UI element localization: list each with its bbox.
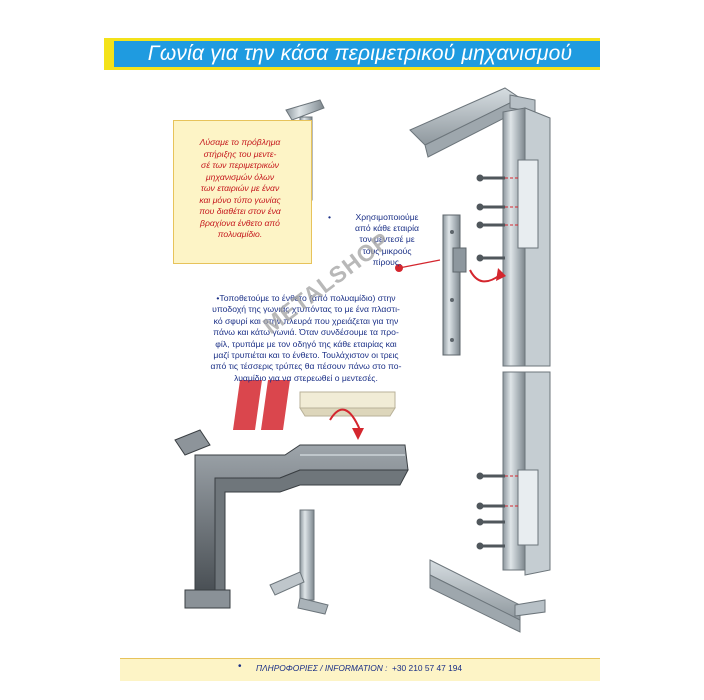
red-arrow-right-head-icon <box>496 268 506 281</box>
hinge-note-line: τους μικρούς <box>362 245 412 256</box>
corner-bracket-large-illustration <box>174 429 409 609</box>
screws-top-illustration <box>476 174 505 262</box>
pointer-line <box>398 259 441 269</box>
hinge-plate-illustration <box>442 214 467 356</box>
red-arrow-insert-head-icon <box>352 428 364 440</box>
instructions-line: υποδοχή της γωνιάς χτυπόντας το με ένα π… <box>212 304 400 315</box>
instructions-line: •Τοποθετούμε το ένθετο (από πολυαμίδιο) … <box>216 293 396 303</box>
footer-bullet: • <box>238 661 242 672</box>
hinge-note-line: Χρησιμοποιούμε <box>355 212 419 222</box>
instructions-line: κό σφυρί και στην πλευρά που χρειάζεται … <box>213 315 399 326</box>
footer-bar <box>120 658 600 681</box>
note-line: Λύσαμε το πρόβλημα <box>199 137 281 147</box>
profile-bottom-right-illustration <box>429 371 551 633</box>
note-box <box>173 120 312 264</box>
instructions-line: από τις τέσσερις τρύπες θα πέσουν πάνω σ… <box>210 361 402 372</box>
note-line: και μόνο τύπο γωνίας <box>199 194 281 205</box>
profile-top-right-illustration <box>409 87 551 367</box>
hinge-note-bullet: • <box>328 212 332 222</box>
instructions-line: λυαμίδιο για να στερεωθεί ο μεντεσές. <box>234 372 378 383</box>
instructions-line: φίλ, τρυπάμε με τον οδηγό της κάθε εταιρ… <box>215 338 397 349</box>
note-line: πολυαμίδιο. <box>217 229 263 239</box>
hinge-note-line: τον μεντεσέ με <box>359 234 415 245</box>
insert-instructions: •Τοποθετούμε το ένθετο (από πολυαμίδιο) … <box>153 293 459 384</box>
instructions-line: μαζί τρυπιέται και το ένθετο. Τουλάχιστο… <box>213 350 399 361</box>
note-line: βραχίονα ένθετο από <box>200 217 280 228</box>
note-line: των εταιριών με έναν <box>200 183 280 193</box>
red-arrow-insert-icon <box>329 408 361 431</box>
screws-bottom-illustration <box>476 472 505 550</box>
title-banner <box>104 38 600 70</box>
note-text: Λύσαμε το πρόβλημα στήριξης του μεντε- σ… <box>178 137 302 241</box>
metalshop-logo-stripes <box>233 380 290 430</box>
red-arrow-right-icon <box>469 269 501 283</box>
corner-bracket-bottom-illustration <box>269 509 329 615</box>
page-title: Γωνία για την κάσα περιμετρικού μηχανισμ… <box>147 42 573 65</box>
footer-phone-number[interactable]: +30 210 57 47 194 <box>392 663 463 673</box>
note-line: στήριξης του μεντε- <box>203 148 277 159</box>
hinge-note-line: πίρους. <box>372 256 402 267</box>
title-banner-accent <box>104 38 114 70</box>
footer-info-label: ΠΛΗΡΟΦΟΡΙΕΣ / INFORMATION : <box>256 663 388 673</box>
instructions-line: πάνω και κάτω γωνιά. Όταν συνδέσουμε τα … <box>213 327 399 338</box>
hinge-note-line: από κάθε εταιρία <box>355 223 419 234</box>
note-line: μηχανισμών όλων <box>205 171 275 182</box>
note-line: που διαθέτει στον ένα <box>199 206 281 216</box>
red-guide-lines <box>505 177 520 507</box>
hinge-note: • Χρησιμοποιούμε από κάθε εταιρία τον με… <box>328 212 441 268</box>
note-line: σέ των περιμετρικών <box>201 160 279 170</box>
